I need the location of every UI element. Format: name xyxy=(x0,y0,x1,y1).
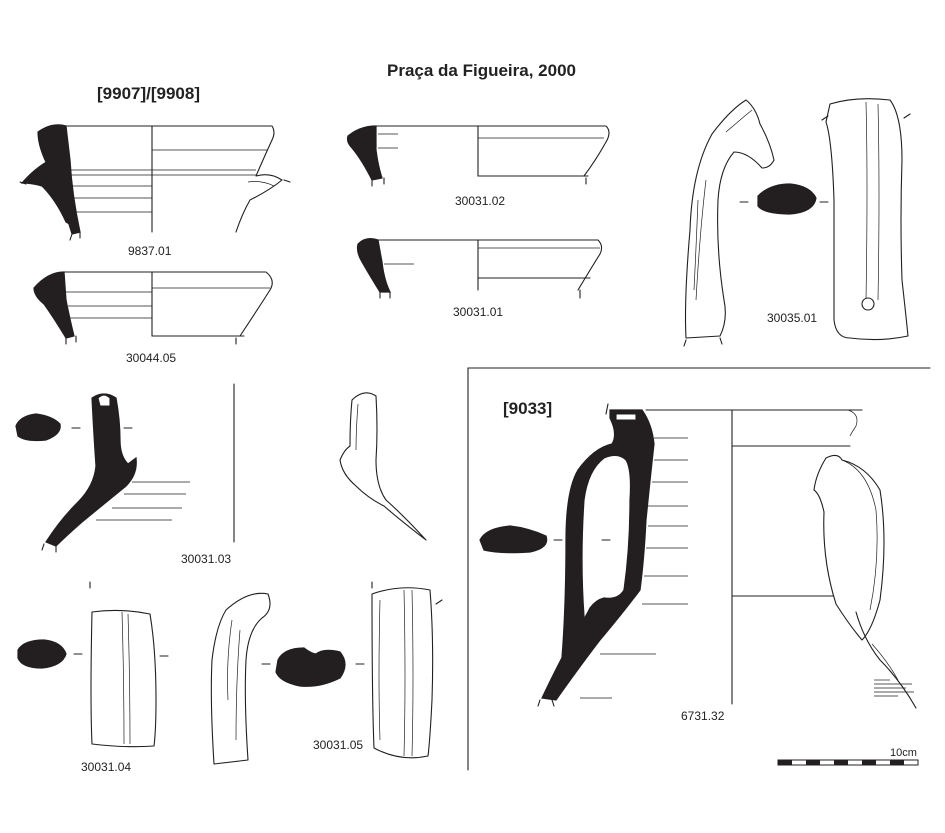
label-6731-32: 6731.32 xyxy=(681,709,725,723)
label-9837-01: 9837.01 xyxy=(128,244,172,258)
scale-bar-label: 10cm xyxy=(890,747,917,759)
label-30031-04: 30031.04 xyxy=(81,760,132,774)
context-label-9907-9908: [9907]/[9908] xyxy=(97,84,201,103)
sherd-30035-01 xyxy=(683,98,911,347)
sherd-handle-curved xyxy=(210,592,365,765)
context-label-9033: [9033] xyxy=(503,399,553,418)
sherd-30031-04 xyxy=(17,581,169,748)
sherd-9837-01 xyxy=(19,124,291,241)
label-30031-03: 30031.03 xyxy=(181,552,232,566)
scale-bar xyxy=(777,759,919,766)
sherd-30044-05 xyxy=(33,271,273,345)
sherd-30031-05 xyxy=(371,581,443,759)
sherd-30031-02 xyxy=(346,125,610,187)
label-30031-05: 30031.05 xyxy=(313,738,364,752)
plate-title: Praça da Figueira, 2000 xyxy=(387,61,576,80)
label-30031-02: 30031.02 xyxy=(455,194,506,208)
sherd-30031-03 xyxy=(15,383,427,553)
context-9033-frame xyxy=(467,367,931,771)
label-30031-01: 30031.01 xyxy=(453,305,504,319)
sherd-6731-32 xyxy=(479,403,917,709)
sherd-30031-01 xyxy=(356,238,603,299)
label-30044-05: 30044.05 xyxy=(126,351,177,365)
label-30035-01: 30035.01 xyxy=(767,311,818,325)
